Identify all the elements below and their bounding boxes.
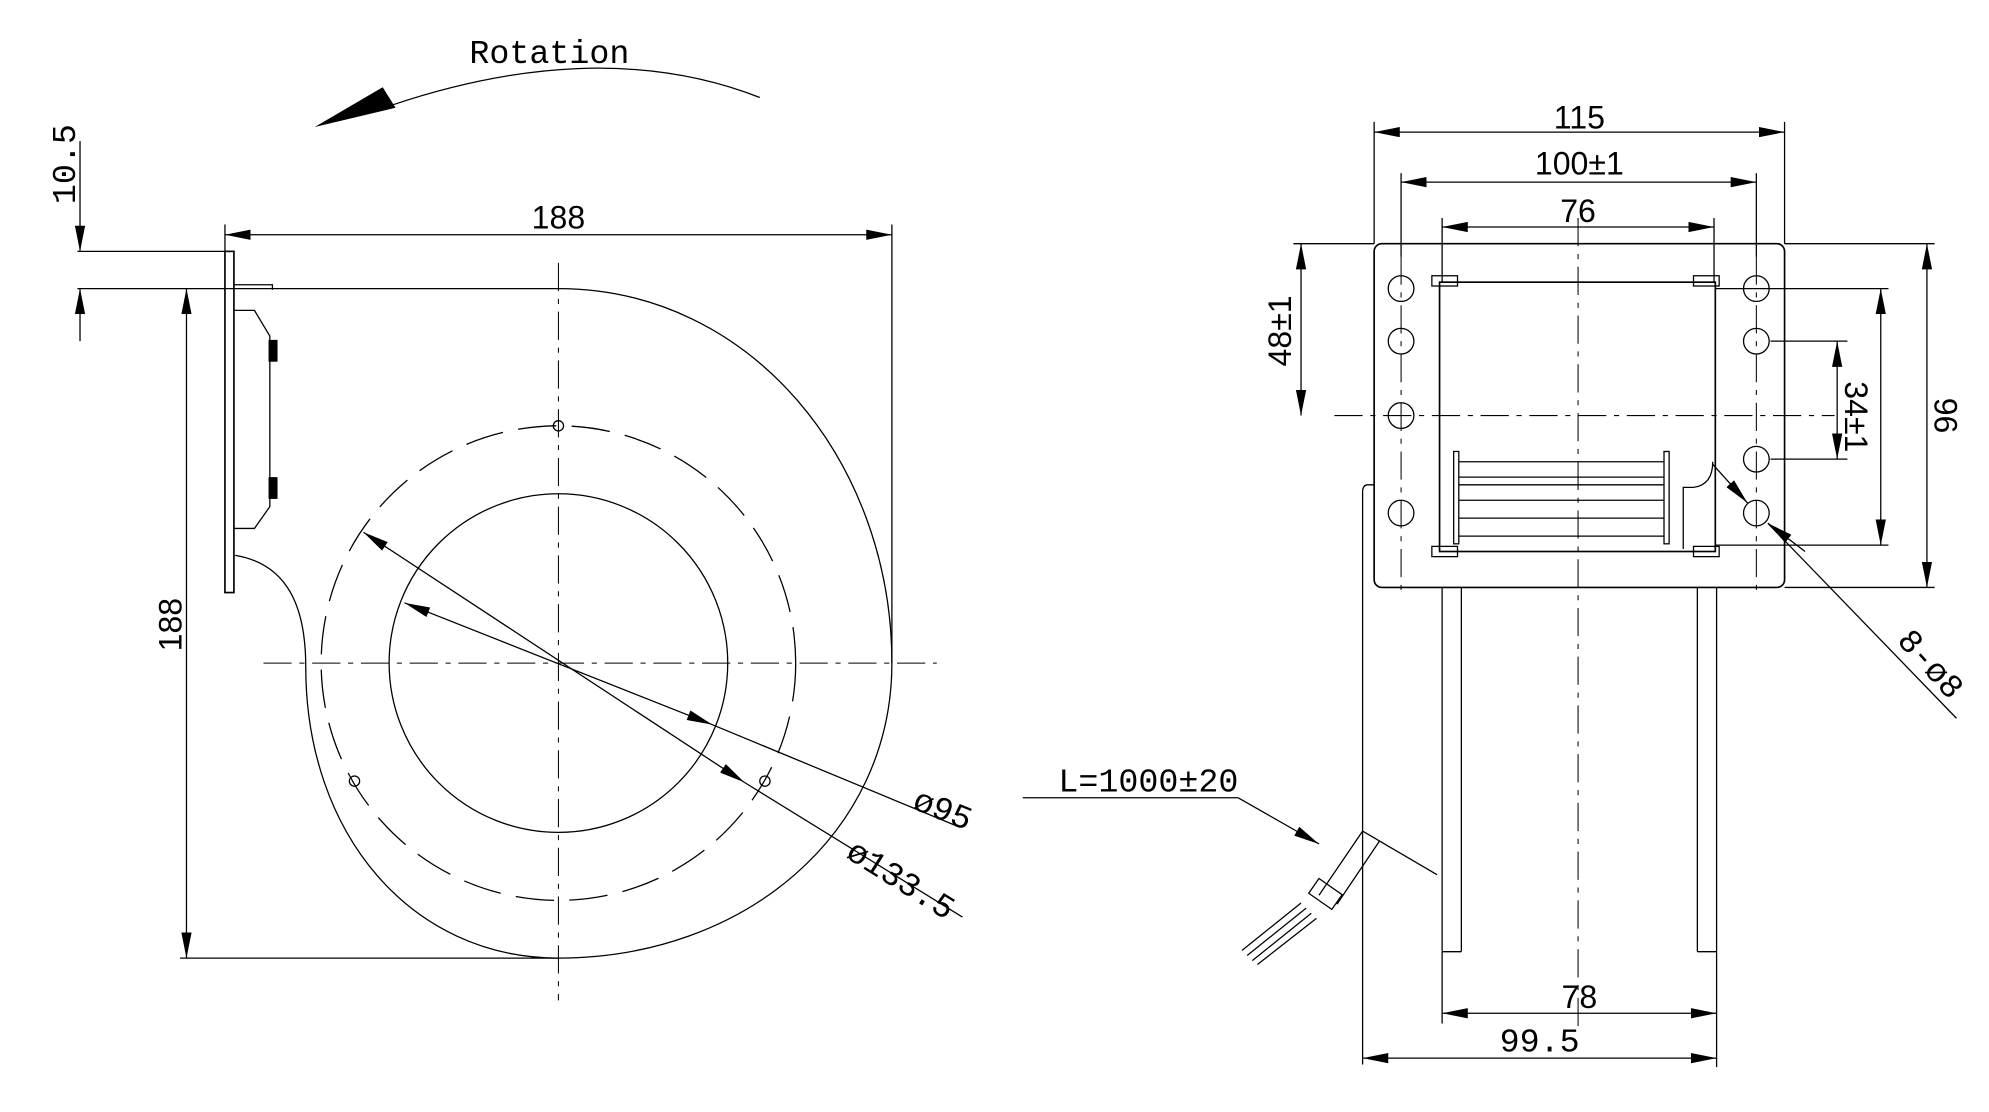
side-view: L=1000±20 115 100±1 76 48±1 34±1 96 8-ø8… bbox=[1022, 99, 1970, 1068]
bolt-circle-dimension: ø133.5 bbox=[839, 834, 961, 930]
impeller bbox=[1453, 450, 1714, 549]
rotation-arrow-icon bbox=[314, 87, 396, 127]
width-dimension: 188 bbox=[532, 199, 585, 235]
inlet-diameter-dimension: ø95 bbox=[907, 783, 977, 841]
hole-spacing-dimension: 100±1 bbox=[1535, 145, 1624, 181]
mounting-holes bbox=[1387, 275, 1770, 527]
housing-width-dimension: 78 bbox=[1562, 979, 1598, 1015]
offset-dimension: 10.5 bbox=[48, 124, 86, 204]
hole-vertical-dimension-1: 48±1 bbox=[1262, 295, 1298, 366]
cable-length-label: L=1000±20 bbox=[1058, 764, 1238, 802]
cable bbox=[1241, 830, 1438, 966]
front-view: 188 188 10.5 ø95 ø133.5 bbox=[48, 124, 977, 1001]
rotation-indicator: Rotation bbox=[314, 36, 761, 127]
height-dimension: 188 bbox=[152, 598, 188, 651]
holes-dimension: 8-ø8 bbox=[1888, 623, 1970, 708]
height-dimension-96: 96 bbox=[1928, 398, 1964, 434]
outlet-width-dimension: 76 bbox=[1560, 193, 1596, 229]
overall-width-dimension: 115 bbox=[1554, 99, 1605, 135]
base-width-dimension: 99.5 bbox=[1500, 1025, 1580, 1063]
hole-vertical-dimension-2: 34±1 bbox=[1838, 381, 1874, 452]
